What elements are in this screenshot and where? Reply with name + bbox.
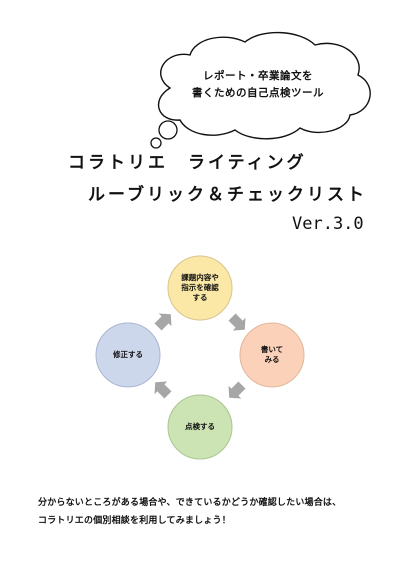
bubble-cloud	[157, 31, 371, 140]
footer-note: 分からないところがある場合や、できているかどうか確認したい場合は、 コラトリエの…	[38, 494, 378, 530]
arrow-left-down	[228, 381, 246, 399]
footer-line-1: 分からないところがある場合や、できているかどうか確認したい場合は、	[38, 498, 342, 508]
bubble-line-1: レポート・卒業論文を	[203, 70, 313, 82]
version-label: Ver.3.0	[292, 214, 364, 234]
title-line-2: ルーブリック＆チェックリスト	[88, 185, 367, 205]
arrow-left-up	[154, 381, 172, 399]
bubble-tail-large	[158, 120, 178, 140]
step-node-write	[239, 322, 305, 388]
step-node-revise	[95, 322, 161, 388]
step-node-review	[167, 394, 233, 460]
step-label-check-instructions: 課題内容や 指示を確認 する	[181, 273, 219, 302]
arrow-right-down	[228, 313, 246, 331]
bubble-line-2: 書くための自己点検ツール	[192, 87, 324, 99]
footer-line-2: コラトリエの個別相談を利用してみましょう！	[38, 516, 231, 526]
step-label-revise: 修正する	[113, 350, 143, 359]
step-node-check-instructions	[167, 255, 233, 321]
bubble-text: レポート・卒業論文を 書くための自己点検ツール	[178, 68, 338, 102]
step-label-write: 書いて みる	[260, 345, 284, 364]
bubble-tail-small	[150, 137, 162, 149]
step-label-review: 点検する	[185, 422, 215, 431]
title-line-1: コラトリエ ライティング	[68, 153, 307, 173]
arrow-right-up	[154, 313, 172, 331]
